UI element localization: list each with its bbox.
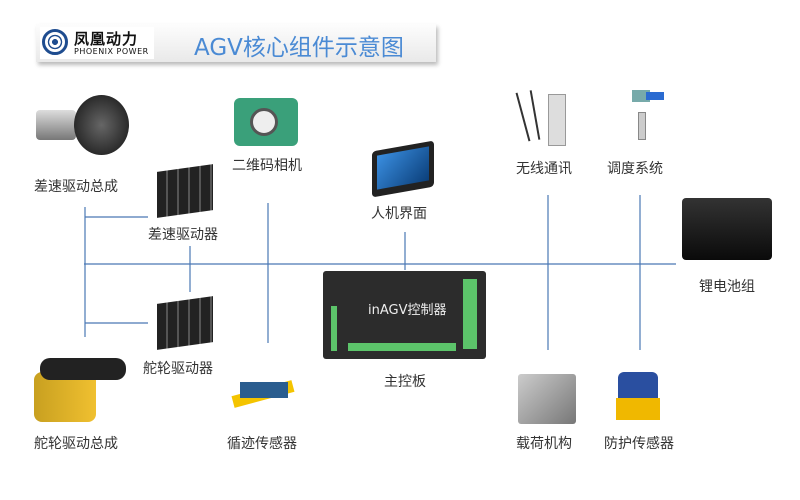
label-load-mechanism: 载荷机构: [516, 436, 572, 452]
label-battery: 锂电池组: [699, 279, 755, 295]
wireless-router-image: [515, 88, 575, 148]
diff-drive-motor-image: [36, 90, 132, 160]
load-mechanism-image: [518, 374, 576, 424]
label-steer-assembly: 舵轮驱动总成: [34, 436, 118, 452]
steer-wheel-image: [34, 358, 134, 424]
label-diff-driver: 差速驱动器: [148, 227, 218, 243]
logo-en: PHOENIX POWER: [74, 47, 149, 56]
label-steer-driver: 舵轮驱动器: [143, 361, 213, 377]
diff-driver-image: [157, 164, 213, 218]
header-banner: 凤凰动力 PHOENIX POWER AGV核心组件示意图: [36, 24, 436, 62]
label-dispatch: 调度系统: [607, 161, 663, 177]
phoenix-power-logo: 凤凰动力 PHOENIX POWER: [40, 27, 154, 59]
steer-driver-image: [157, 296, 213, 350]
main-board-image: inAGV控制器: [323, 271, 486, 359]
label-main-board: 主控板: [384, 374, 426, 390]
line-sensor-image: [231, 374, 295, 414]
battery-pack-image: [682, 198, 772, 260]
page-title: AGV核心组件示意图: [194, 35, 404, 61]
label-diff-drive-assembly: 差速驱动总成: [34, 179, 118, 195]
label-wireless: 无线通讯: [516, 161, 572, 177]
dispatch-system-image: [618, 88, 668, 148]
wheel-logo-icon: [42, 29, 68, 55]
label-line-sensor: 循迹传感器: [227, 436, 297, 452]
qr-camera-image: [234, 98, 298, 146]
board-print: inAGV控制器: [368, 303, 447, 318]
safety-sensor-image: [612, 372, 662, 424]
label-hmi: 人机界面: [371, 206, 427, 222]
label-safety-sensor: 防护传感器: [604, 436, 674, 452]
label-qr-camera: 二维码相机: [232, 158, 302, 174]
logo-cn: 凤凰动力: [74, 30, 139, 48]
